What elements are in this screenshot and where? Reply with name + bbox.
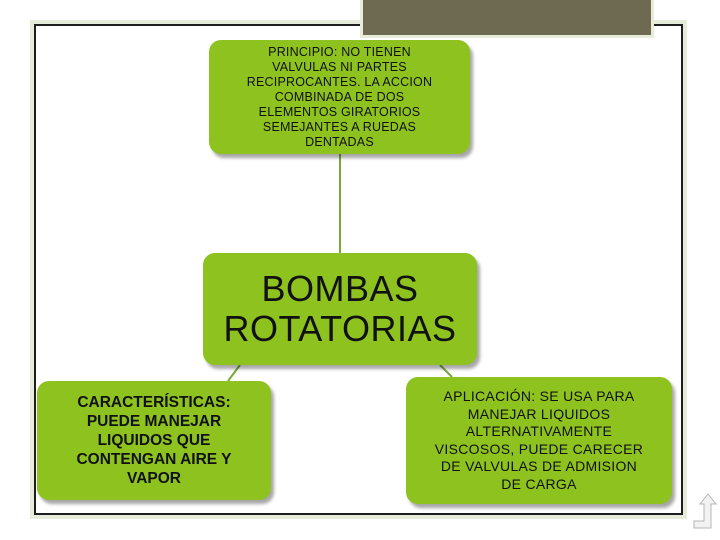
node-caracteristicas: CARACTERÍSTICAS: PUEDE MANEJAR LIQUIDOS … [37,381,271,500]
node-bombas-rotatorias-text: BOMBAS ROTATORIAS [223,268,457,349]
edge-center-right [439,364,453,378]
return-arrow-icon[interactable] [690,492,718,532]
node-principio: PRINCIPIO: NO TIENEN VALVULAS NI PARTES … [209,40,470,154]
slide-frame [34,24,683,515]
node-caracteristicas-text: CARACTERÍSTICAS: PUEDE MANEJAR LIQUIDOS … [76,394,232,487]
edge-center-left [227,364,241,382]
node-aplicacion: APLICACIÓN: SE USA PARA MANEJAR LIQUIDOS… [406,377,672,504]
node-bombas-rotatorias: BOMBAS ROTATORIAS [203,253,477,365]
node-principio-text: PRINCIPIO: NO TIENEN VALVULAS NI PARTES … [246,44,433,149]
decorative-top-tab [360,0,654,38]
node-aplicacion-text: APLICACIÓN: SE USA PARA MANEJAR LIQUIDOS… [434,388,644,492]
